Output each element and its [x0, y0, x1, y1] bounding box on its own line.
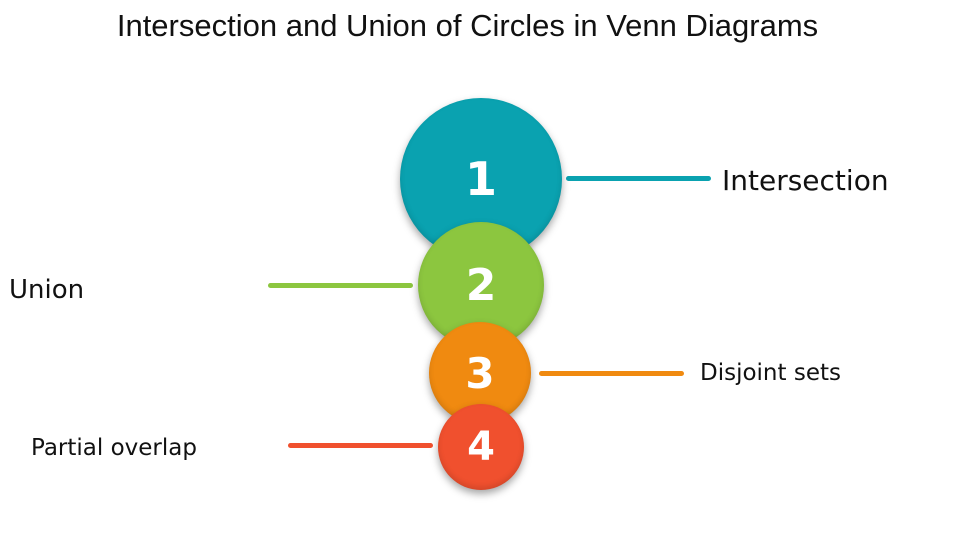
step-number-2: 2 [465, 259, 497, 311]
label-disjoint-sets: Disjoint sets [700, 360, 841, 386]
connector-line-3 [539, 371, 684, 376]
connector-line-4 [288, 443, 433, 448]
label-union: Union [9, 275, 85, 305]
step-circle-4: 4 [438, 404, 524, 490]
connector-line-2 [268, 283, 413, 288]
label-partial-overlap: Partial overlap [31, 435, 197, 461]
step-number-4: 4 [467, 424, 495, 470]
connector-line-1 [566, 176, 711, 181]
step-number-3: 3 [465, 348, 495, 398]
label-intersection: Intersection [722, 164, 889, 197]
page-title: Intersection and Union of Circles in Ven… [116, 8, 819, 43]
step-number-1: 1 [464, 152, 497, 206]
